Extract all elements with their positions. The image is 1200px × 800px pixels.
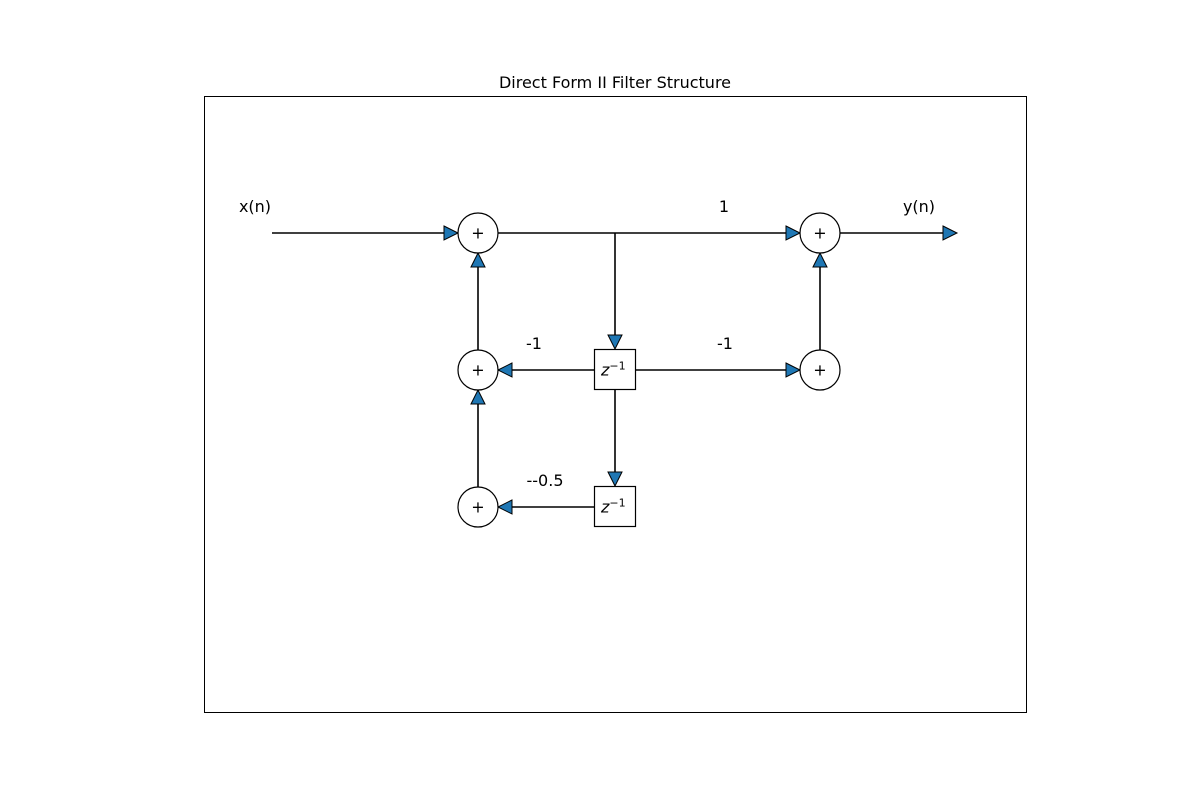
arrowheads: [443, 225, 959, 515]
adder-plus: +: [813, 361, 826, 380]
wires: [272, 232, 943, 508]
arrow-up-into-adder-top-right: [812, 251, 828, 268]
delay-base: z: [600, 498, 610, 517]
coefficient-a1: -1: [526, 334, 542, 353]
arrow-into-adder-mid-right: [785, 362, 802, 378]
delay-block-1: z−1: [593, 348, 637, 391]
adder-circle: [457, 486, 499, 528]
delay-box: [593, 485, 637, 528]
adder-circle: [457, 349, 499, 391]
delay-label: z−1: [600, 360, 626, 380]
adder-mid-right: +: [799, 349, 841, 391]
adder-plus: +: [471, 498, 484, 517]
coefficient-b1: -1: [717, 334, 733, 353]
adder-bottom-left: +: [457, 486, 499, 528]
adder-mid-left: +: [457, 349, 499, 391]
adder-top-left: +: [457, 212, 499, 254]
arrow-into-delay1: [607, 334, 623, 351]
coefficient-b0: 1: [719, 197, 729, 216]
adder-plus: +: [813, 224, 826, 243]
diagram-title: Direct Form II Filter Structure: [499, 73, 731, 92]
arrow-into-adder-top-right: [785, 225, 802, 241]
adder-circle: [799, 212, 841, 254]
delay-base: z: [600, 361, 610, 380]
adder-top-right: +: [799, 212, 841, 254]
delay-label: z−1: [600, 497, 626, 517]
output-label: y(n): [903, 197, 935, 216]
delay-box: [593, 348, 637, 391]
arrow-into-adder-bottom-left: [496, 499, 513, 515]
arrow-output: [942, 225, 959, 241]
adder-plus: +: [471, 361, 484, 380]
plot-frame: [204, 96, 1027, 713]
delay-exponent: −1: [609, 497, 625, 510]
arrow-into-adder-mid-left: [496, 362, 513, 378]
delay-exponent: −1: [609, 360, 625, 373]
arrow-into-adder-top-left: [443, 225, 460, 241]
delay-block-2: z−1: [593, 485, 637, 528]
arrow-up-into-adder-mid-left: [470, 388, 486, 405]
coefficient-a2: --0.5: [527, 471, 564, 490]
arrow-up-into-adder-top-left: [470, 251, 486, 268]
adder-circle: [457, 212, 499, 254]
adder-plus: +: [471, 224, 484, 243]
arrow-into-delay2: [607, 471, 623, 488]
input-label: x(n): [239, 197, 271, 216]
adder-circle: [799, 349, 841, 391]
